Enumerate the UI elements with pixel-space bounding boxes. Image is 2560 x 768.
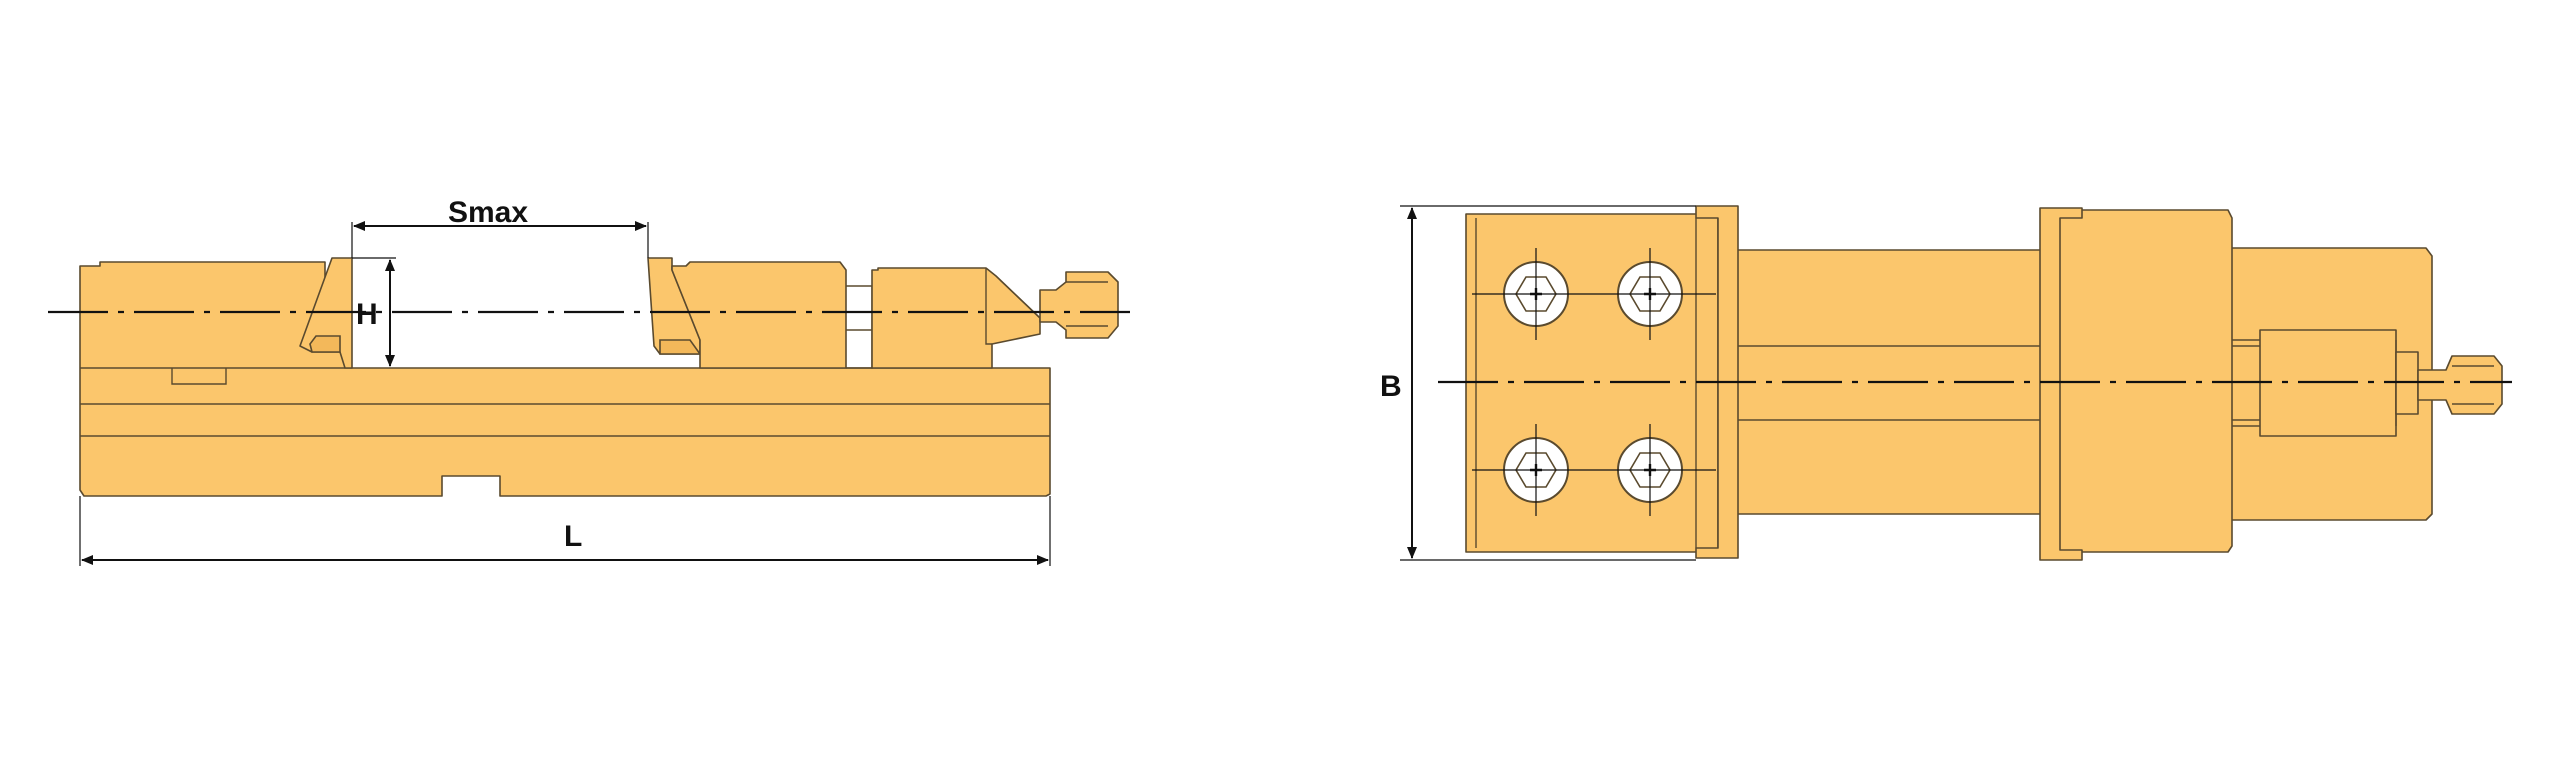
side-view: Smax H L (48, 196, 1130, 566)
moving-jaw-top (2039, 207, 2083, 561)
b-label: B (1380, 370, 1402, 403)
smax-label: Smax (448, 196, 528, 229)
top-spindle-nut (2417, 355, 2503, 415)
h-label: H (356, 298, 378, 331)
screw-housing (871, 267, 1041, 369)
slide-block (671, 261, 847, 369)
fixed-jaw-insert (309, 335, 341, 353)
top-view: B (1380, 205, 2512, 561)
l-label: L (564, 520, 582, 553)
